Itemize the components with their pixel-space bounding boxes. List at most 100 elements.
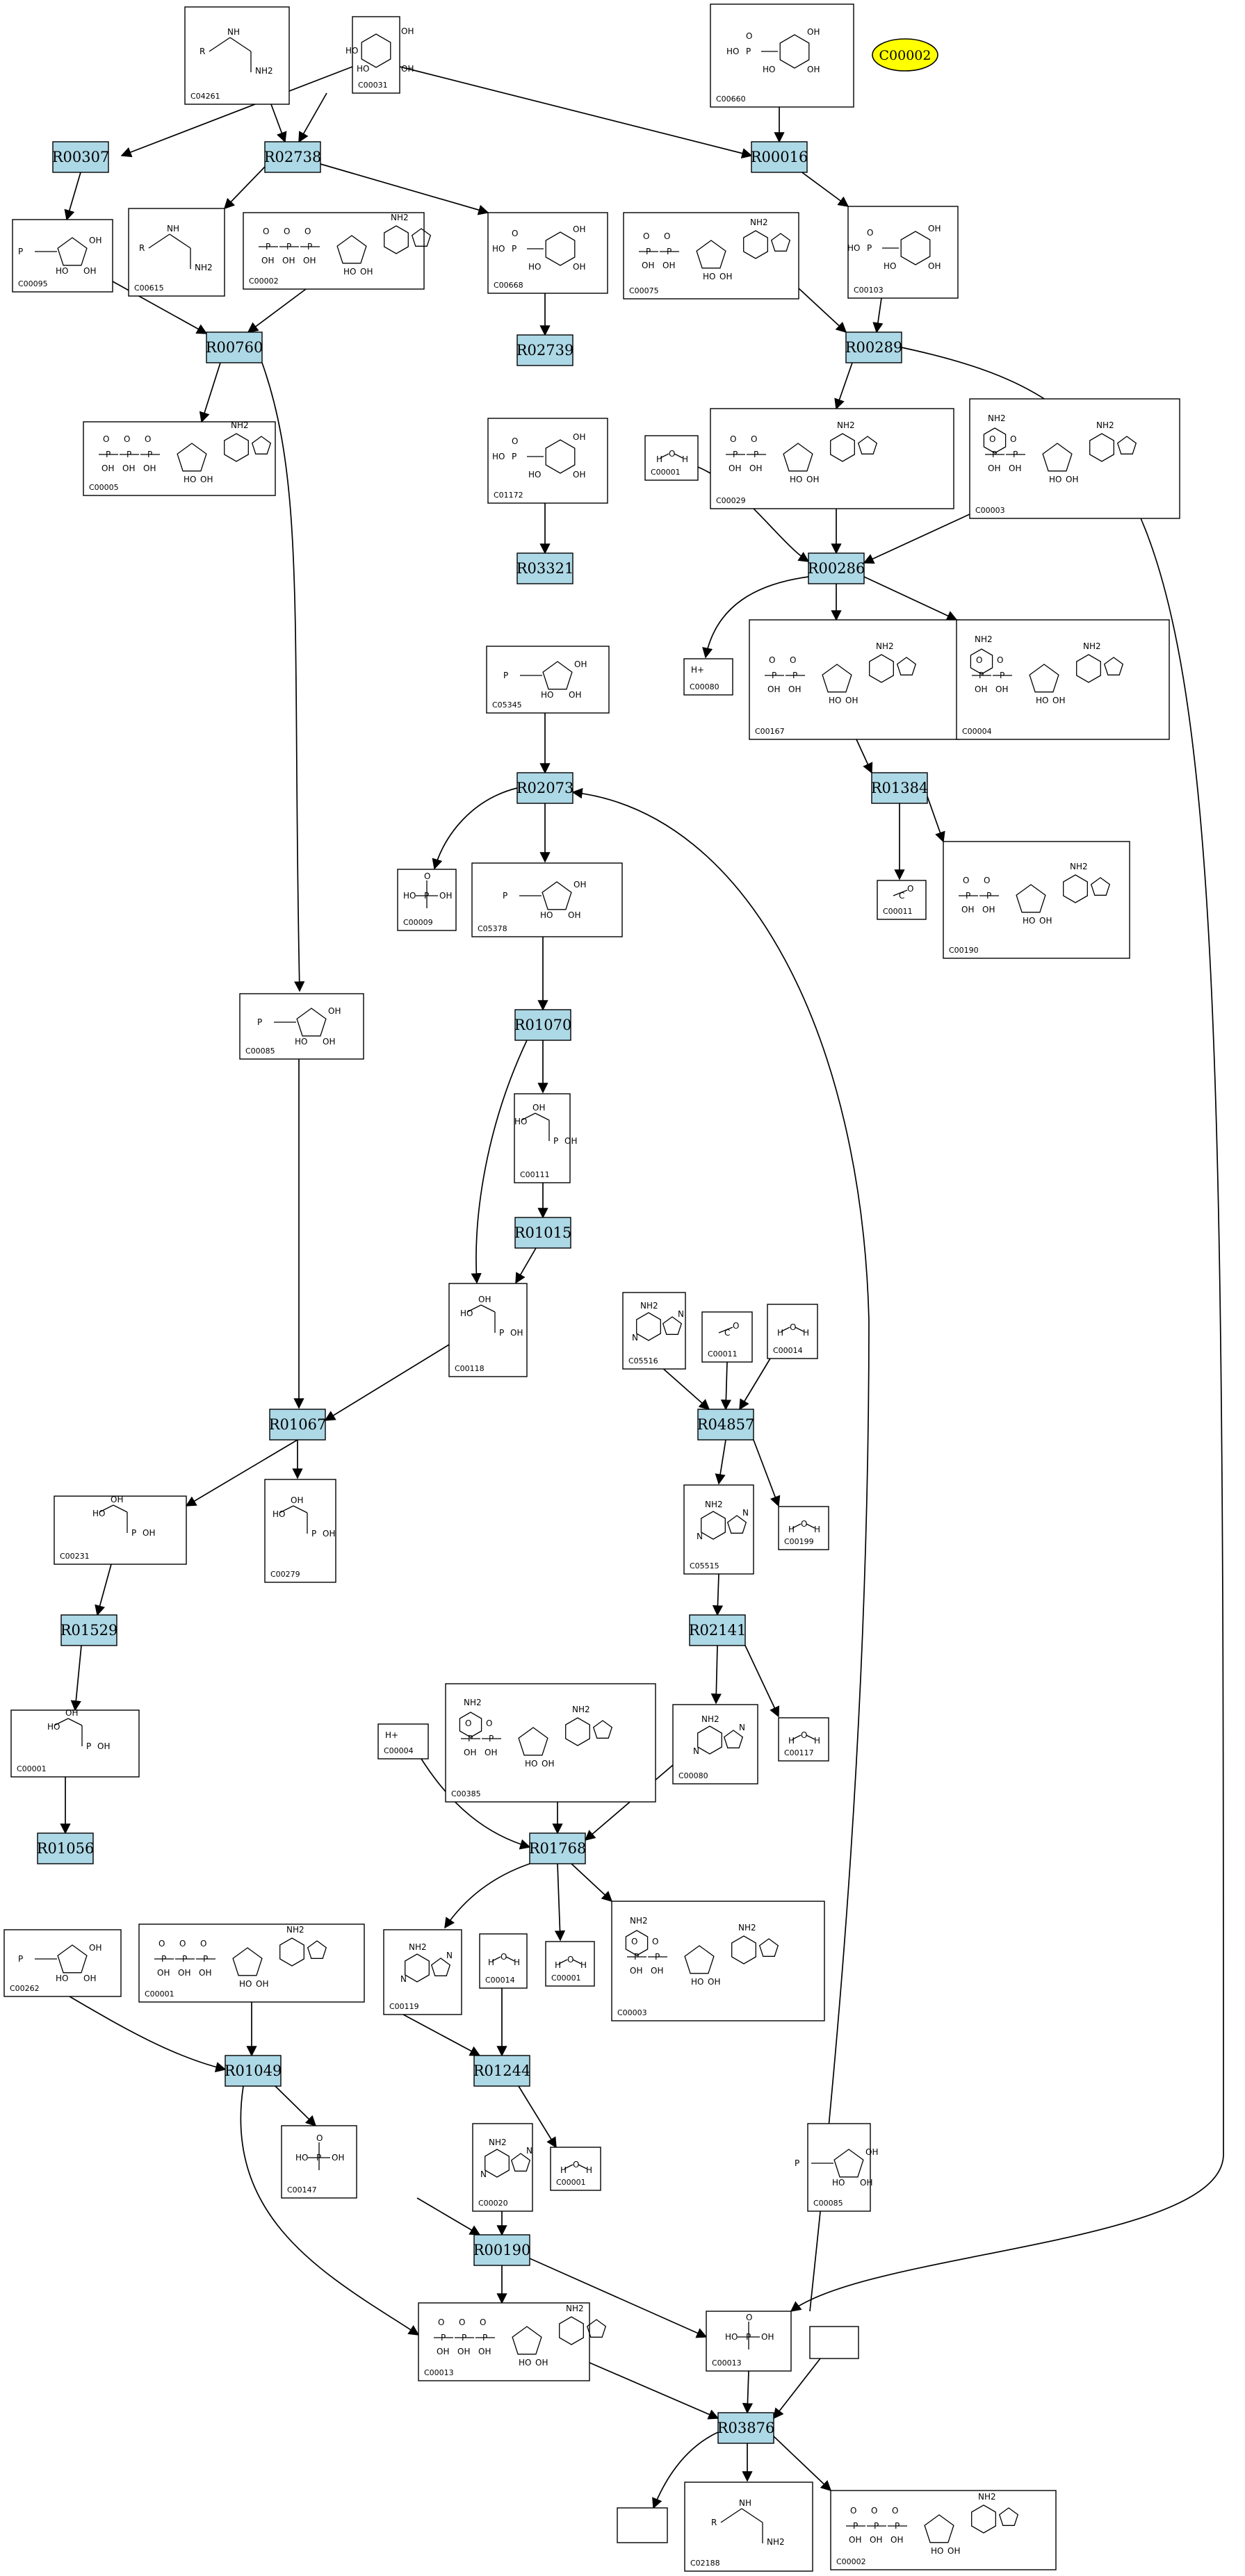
atom-label: OH xyxy=(651,1966,663,1976)
compound-id-label: C04261 xyxy=(190,92,220,101)
reaction-box xyxy=(697,1409,754,1441)
atom-label: OH xyxy=(849,2535,861,2545)
reaction-node-r02073[interactable]: R02073 xyxy=(516,772,574,804)
badge-c00002[interactable]: C00002 xyxy=(872,38,938,72)
atom-label: P xyxy=(733,450,738,459)
compound-id-label: C00119 xyxy=(389,2002,419,2011)
bond xyxy=(505,1956,515,1962)
atom-label: OH xyxy=(437,2347,449,2356)
reaction-node-r03876[interactable]: R03876 xyxy=(717,2412,775,2444)
reaction-node-r03321[interactable]: R03321 xyxy=(516,552,574,584)
reaction-node-r00289[interactable]: R00289 xyxy=(845,331,903,363)
reaction-node-r00307[interactable]: R00307 xyxy=(52,141,110,173)
atom-label: NH2 xyxy=(640,1301,658,1311)
atom-label: OH xyxy=(303,256,316,265)
atom-label: OH xyxy=(457,2347,470,2356)
compound-box[interactable] xyxy=(617,2507,668,2543)
reaction-id-label: R00289 xyxy=(845,339,903,356)
reaction-node-r00760[interactable]: R00760 xyxy=(206,331,263,363)
edge-arrow xyxy=(64,172,81,221)
reaction-node-r00016[interactable]: R00016 xyxy=(751,141,808,173)
atom-label: HO xyxy=(184,475,196,484)
reaction-node-r01384[interactable]: R01384 xyxy=(871,772,929,804)
reaction-node-r01768[interactable]: R01768 xyxy=(529,1832,587,1864)
reaction-node-r02738[interactable]: R02738 xyxy=(264,141,322,173)
atom-label: P xyxy=(316,2153,321,2163)
ring-bond xyxy=(57,237,88,266)
atom-label: P xyxy=(311,1529,316,1539)
compound-box[interactable]: H+C00004 xyxy=(377,1723,429,1759)
edge-arrow xyxy=(416,2197,481,2235)
reaction-node-r01244[interactable]: R01244 xyxy=(473,2055,531,2087)
atom-label: O xyxy=(103,434,109,444)
compound-box[interactable] xyxy=(809,2326,859,2359)
atom-label: N xyxy=(693,1746,699,1756)
reaction-box xyxy=(689,1614,746,1646)
atom-label: O xyxy=(984,876,990,885)
reaction-node-r01070[interactable]: R01070 xyxy=(514,1009,572,1041)
reaction-node-r01015[interactable]: R01015 xyxy=(514,1217,572,1249)
compound-box[interactable]: H+C00080 xyxy=(683,658,733,696)
reaction-node-r00190[interactable]: R00190 xyxy=(473,2234,531,2266)
reaction-node-r04857[interactable]: R04857 xyxy=(697,1409,755,1441)
atom-label: N xyxy=(526,2146,532,2156)
reaction-node-r01056[interactable]: R01056 xyxy=(37,1832,95,1864)
reaction-node-r02739[interactable]: R02739 xyxy=(516,334,574,366)
reaction-node-r01067[interactable]: R01067 xyxy=(269,1409,327,1441)
reaction-node-r02141[interactable]: R02141 xyxy=(689,1614,747,1646)
reaction-node-r00286[interactable]: R00286 xyxy=(808,552,865,584)
atom-label: OH xyxy=(995,684,1008,694)
reaction-node-r01529[interactable]: R01529 xyxy=(60,1614,118,1646)
reaction-node-r01049[interactable]: R01049 xyxy=(225,2055,282,2087)
